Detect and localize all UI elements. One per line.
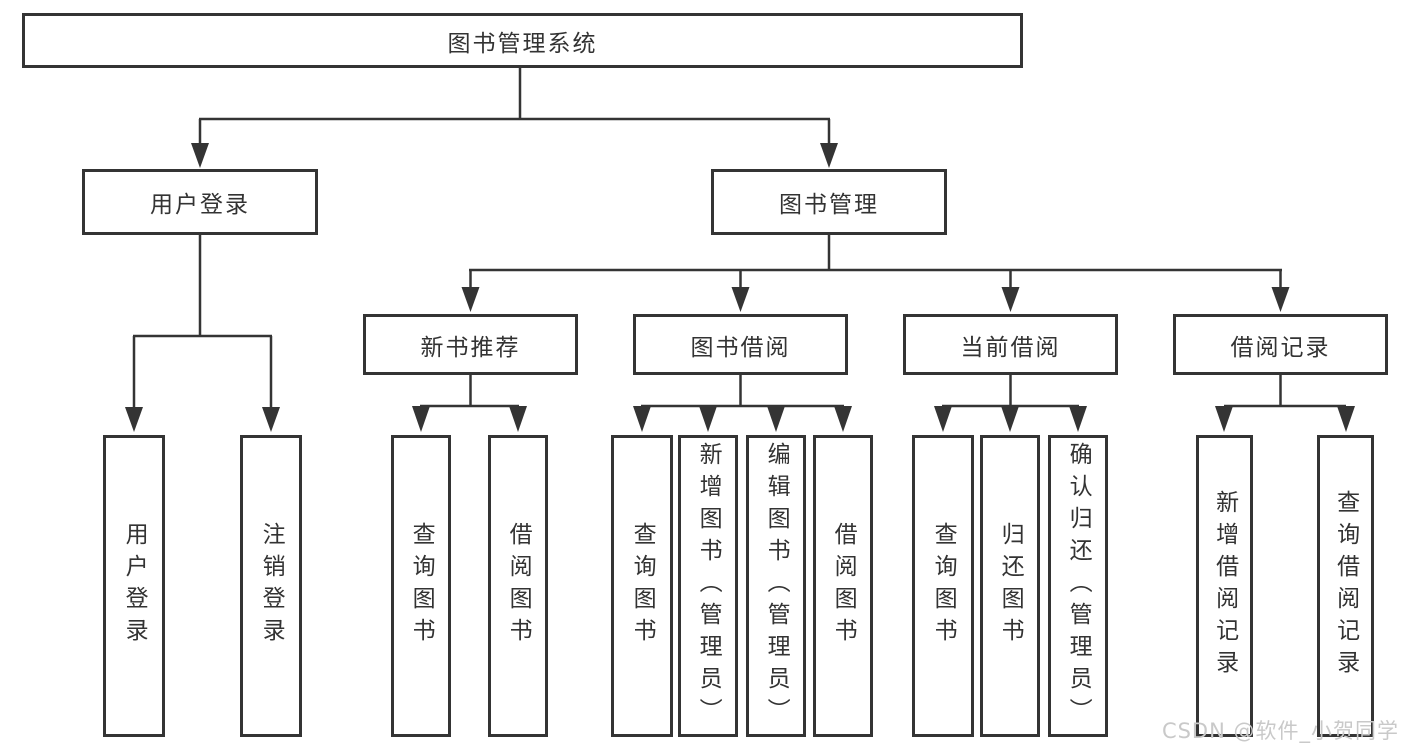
leaf-borrow-books-recommend: 借阅图书 (488, 435, 548, 737)
node-new-book-recommend: 新书推荐 (363, 314, 578, 375)
leaf-borrow-books: 借阅图书 (813, 435, 873, 737)
leaf-edit-books-admin: 编辑图书（管理员） (746, 435, 806, 737)
leaf-query-books-current: 查询图书 (912, 435, 974, 737)
node-current-borrow-label: 当前借阅 (960, 334, 1061, 361)
connector-borrow-records-children (1215, 375, 1355, 432)
leaf-user-login: 用户登录 (103, 435, 165, 737)
connector-user-login-children (125, 235, 280, 432)
leaf-query-borrow-record-label: 查询借阅记录 (1332, 490, 1359, 682)
leaf-query-books-recommend-label: 查询图书 (408, 522, 435, 650)
node-root: 图书管理系统 (22, 13, 1023, 68)
leaf-query-books-borrow-label: 查询图书 (629, 522, 656, 650)
node-current-borrow: 当前借阅 (903, 314, 1118, 375)
leaf-logout-login: 注销登录 (240, 435, 302, 737)
node-book-borrow: 图书借阅 (633, 314, 848, 375)
connector-root-to-level1 (191, 68, 838, 168)
node-root-label: 图书管理系统 (447, 30, 598, 57)
leaf-query-borrow-record: 查询借阅记录 (1317, 435, 1374, 737)
leaf-add-borrow-record-label: 新增借阅记录 (1211, 490, 1238, 682)
leaf-add-borrow-record: 新增借阅记录 (1196, 435, 1253, 737)
node-new-book-recommend-label: 新书推荐 (420, 334, 521, 361)
leaf-edit-books-admin-label: 编辑图书（管理员） (763, 442, 790, 730)
leaf-return-books: 归还图书 (980, 435, 1040, 737)
connector-book-management-children (461, 235, 1290, 312)
leaf-add-books-admin-label: 新增图书（管理员） (695, 442, 722, 730)
leaf-user-login-label: 用户登录 (121, 522, 148, 650)
connector-new-book-children (412, 375, 527, 432)
leaf-return-books-label: 归还图书 (997, 522, 1024, 650)
node-book-borrow-label: 图书借阅 (690, 334, 791, 361)
leaf-query-books-recommend: 查询图书 (391, 435, 451, 737)
node-book-management-label: 图书管理 (779, 192, 879, 218)
watermark: CSDN @软件_小贺同学 (1161, 719, 1399, 743)
leaf-borrow-books-recommend-label: 借阅图书 (505, 522, 532, 650)
node-borrow-records: 借阅记录 (1173, 314, 1388, 375)
leaf-borrow-books-label: 借阅图书 (830, 522, 857, 650)
leaf-query-books-current-label: 查询图书 (930, 522, 957, 650)
leaf-add-books-admin: 新增图书（管理员） (678, 435, 738, 737)
node-user-login-label: 用户登录 (150, 192, 250, 218)
node-book-management: 图书管理 (711, 169, 947, 235)
connector-book-borrow-children (633, 375, 852, 432)
connector-current-borrow-children (934, 375, 1087, 432)
leaf-query-books-borrow: 查询图书 (611, 435, 673, 737)
leaf-logout-login-label: 注销登录 (258, 522, 285, 650)
leaf-confirm-return-admin: 确认归还（管理员） (1048, 435, 1108, 737)
leaf-confirm-return-admin-label: 确认归还（管理员） (1065, 442, 1092, 730)
node-borrow-records-label: 借阅记录 (1230, 334, 1331, 361)
node-user-login: 用户登录 (82, 169, 318, 235)
